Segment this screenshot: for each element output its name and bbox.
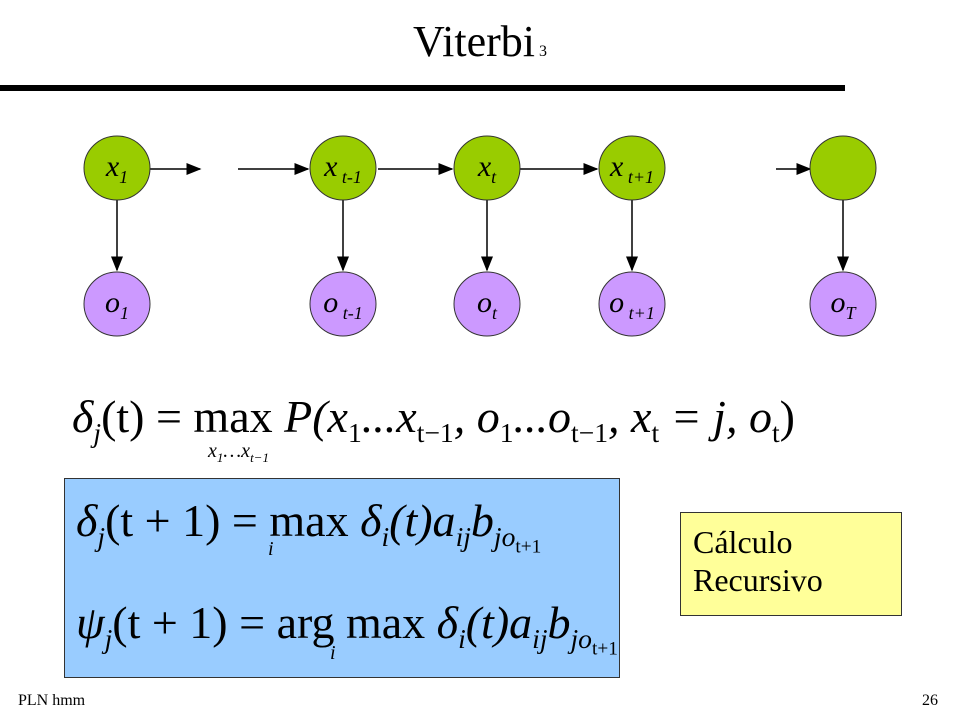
max-range-subscript: x1…xt−1 [208,440,269,465]
note-line-2: Recursivo [693,562,823,598]
state-node-xT [809,135,877,201]
state-node-xtp1 [598,135,666,201]
label-xt: xt [477,150,497,187]
state-node-x1 [83,135,151,201]
argmax-index-i: i [330,642,336,664]
obs-node-ot [453,271,521,337]
delta-definition-formula: δj(t) = max P(x1...xt−1, o1...ot−1, xt =… [72,391,795,449]
psi-recursion-formula: ψj(t + 1) = arg max δi(t)aijbjot+1 [76,597,618,660]
state-node-xtm1 [309,135,377,201]
obs-node-otp1 [598,271,666,337]
obs-node-o1 [83,271,151,337]
label-otm1: o t-1 [323,286,363,323]
max-index-i: i [268,538,274,560]
obs-node-otm1 [309,271,377,337]
label-o1: o1 [105,286,129,323]
note-line-1: Cálculo [693,524,793,560]
label-x1: x1 [105,150,129,187]
obs-node-oT [809,271,877,337]
delta-recursion-formula: δj(t + 1) = max δi(t)aijbjot+1 [76,495,542,558]
label-xtp1: x t+1 [610,150,654,187]
title-subscript: 3 [539,43,547,60]
label-otp1: o t+1 [609,286,655,323]
footer-course: PLN hmm [18,692,86,709]
state-node-xt [453,135,521,201]
label-oT: oT [830,286,856,323]
label-ot: ot [476,286,497,323]
recursive-calc-note: Cálculo Recursivo [680,512,902,616]
recursion-formulas-box [64,478,620,678]
label-xtm1: x t-1 [324,150,362,187]
title-rule [0,85,845,91]
footer-page-number: 26 [922,692,938,709]
title-text: Viterbi [413,17,535,66]
